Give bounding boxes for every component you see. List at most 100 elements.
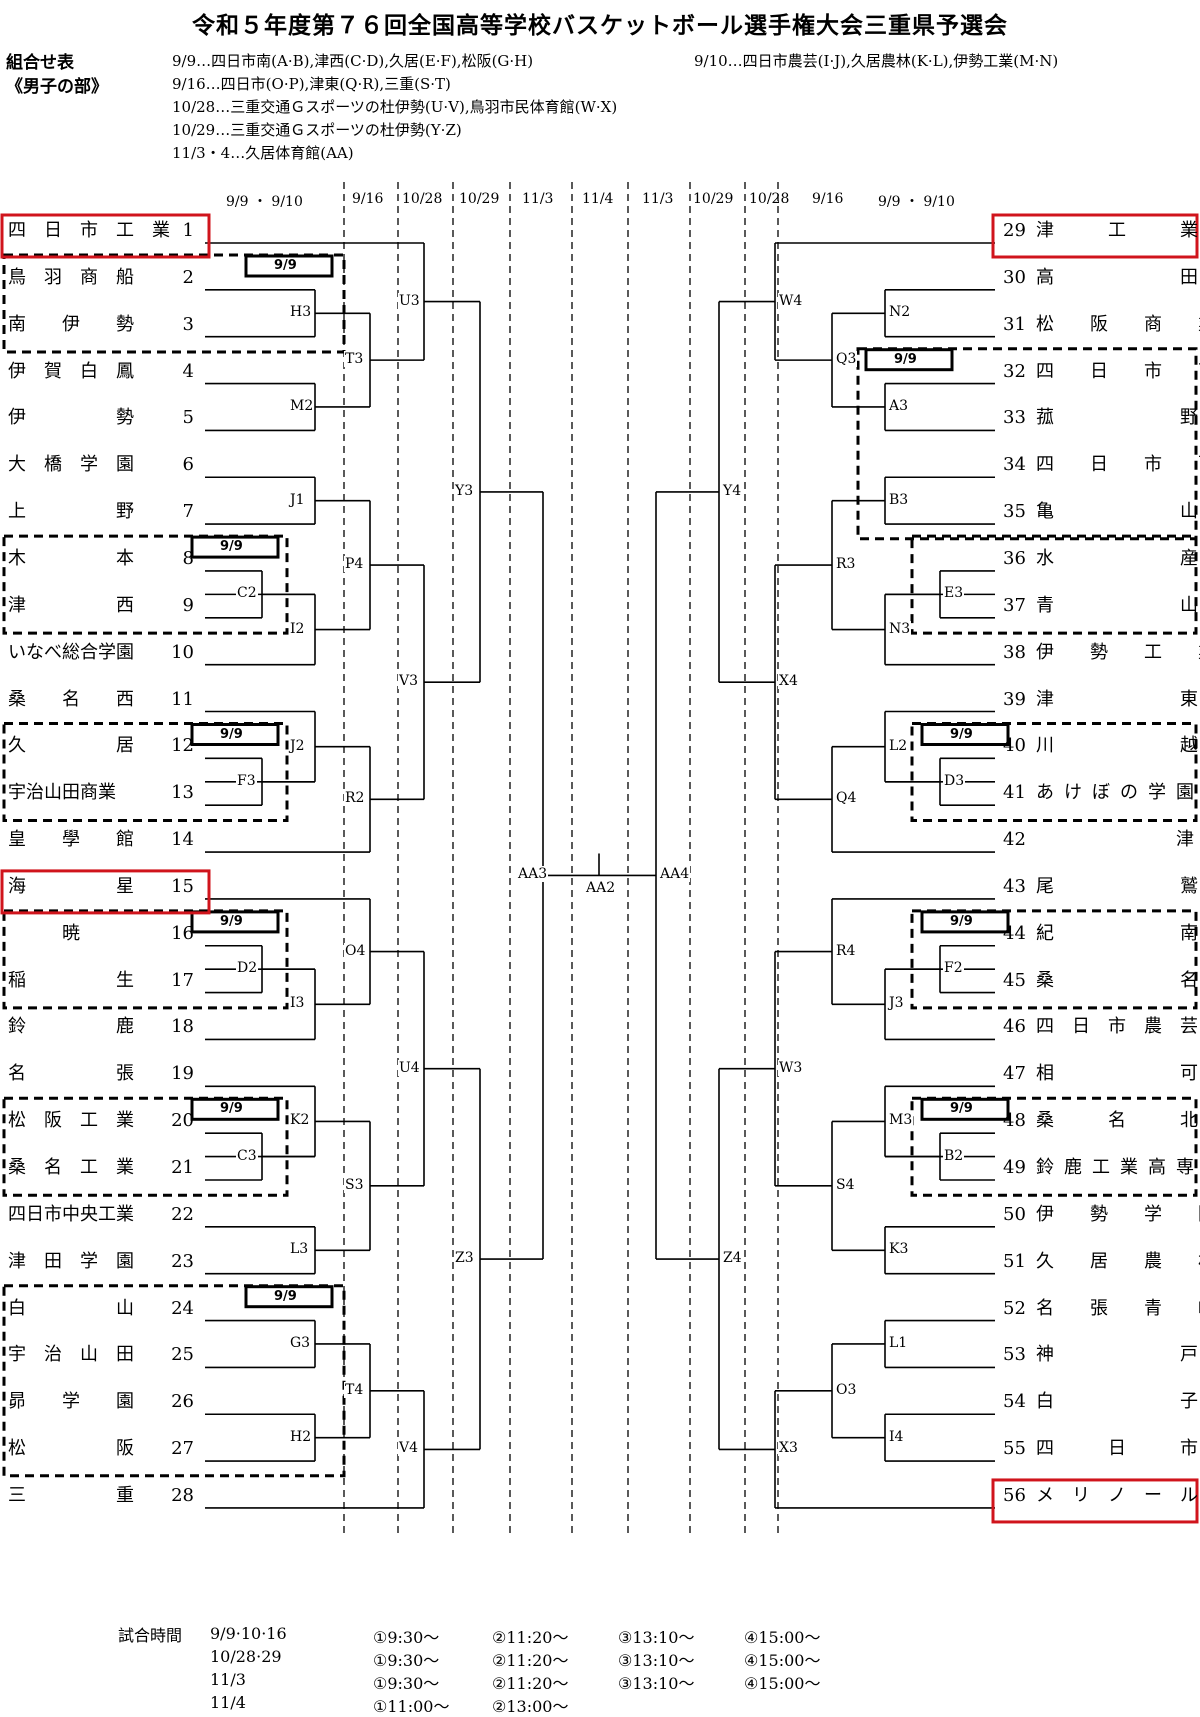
- venue-line-1: 9/9…四日市南(A·B),津西(C·D),久居(E·F),松阪(G·H): [172, 52, 534, 70]
- team-name: 名 張 青 峰: [1036, 1297, 1200, 1319]
- match-label-j1: J1: [289, 491, 306, 508]
- match-label-j2: J2: [289, 737, 306, 754]
- match-label-m3: M3: [888, 1112, 914, 1129]
- match-label-aa3: AA3: [517, 866, 549, 883]
- schedule-time: ②11:20～: [492, 1674, 569, 1693]
- team-name: 亀 山: [1036, 501, 1198, 523]
- schedule-date-4: 11/4: [210, 1693, 246, 1712]
- team-number: 39: [1003, 688, 1026, 710]
- team-number: 28: [171, 1484, 194, 1506]
- team-number: 31: [1003, 313, 1026, 335]
- team-name: 四 日 市 工 業: [8, 220, 170, 241]
- match-label-e3: E3: [943, 585, 965, 602]
- day-tag-label: 9/9: [950, 1101, 973, 1117]
- day-tag-box: [190, 1097, 280, 1121]
- day-tag-label: 9/9: [950, 726, 973, 742]
- team-name: 海 星: [8, 875, 134, 897]
- match-label-s4: S4: [835, 1176, 856, 1193]
- match-label-a3: A3: [888, 397, 910, 414]
- team-number: 29: [1003, 220, 1026, 241]
- team-name: 桑 名 西: [8, 688, 134, 710]
- match-label-n3: N3: [888, 620, 912, 637]
- match-label-i2: I2: [289, 620, 306, 637]
- team-number: 41: [1003, 782, 1026, 804]
- team-name: 津 西: [8, 594, 134, 616]
- team-name: 宇治山田商業: [8, 782, 116, 804]
- team-number: 53: [1003, 1344, 1026, 1366]
- team-number: 46: [1003, 1016, 1026, 1038]
- day-tag-label: 9/9: [950, 913, 973, 929]
- team-name: 久 居 農 林: [1036, 1250, 1200, 1272]
- venue-line-2: 9/16…四日市(O·P),津東(Q·R),三重(S·T): [172, 75, 451, 93]
- schedule-date-1: 9/9·10·16: [210, 1624, 287, 1643]
- date-header-center: 11/4: [582, 191, 614, 207]
- team-number: 40: [1003, 735, 1026, 757]
- team-name: 三 重: [8, 1484, 134, 1506]
- team-number: 10: [171, 641, 194, 663]
- day-tag-box: [190, 910, 280, 934]
- date-header-left-r4: 10/29: [459, 191, 500, 207]
- team-number: 17: [171, 969, 194, 991]
- team-number: 47: [1003, 1063, 1026, 1085]
- match-label-s3: S3: [344, 1176, 365, 1193]
- team-name: 南 伊 勢: [8, 313, 134, 335]
- day-tag-label: 9/9: [220, 913, 243, 929]
- team-name: あけぼの学園: [1036, 782, 1194, 804]
- highlight-box: [0, 869, 211, 915]
- day-tag-box: [190, 723, 280, 746]
- date-header-right-r4: 10/29: [693, 191, 734, 207]
- venue-line-right: 9/10…四日市農芸(I·J),久居農林(K·L),伊勢工業(M·N): [694, 52, 1059, 70]
- schedule-time: ④15:00～: [744, 1651, 821, 1670]
- match-label-h2: H2: [289, 1428, 313, 1445]
- team-name: 鈴 鹿: [8, 1016, 134, 1038]
- team-name: 鈴鹿工業高専: [1036, 1157, 1194, 1178]
- match-label-v4: V4: [398, 1440, 420, 1457]
- match-label-d2: D2: [236, 960, 259, 977]
- team-number: 35: [1003, 501, 1026, 523]
- group-box-dashed: [2, 1096, 289, 1197]
- match-label-r3: R3: [835, 556, 857, 573]
- team-number: 45: [1003, 969, 1026, 991]
- schedule-time: ①9:30～: [373, 1674, 440, 1693]
- match-label-i4: I4: [888, 1428, 905, 1445]
- team-number: 30: [1003, 266, 1026, 288]
- team-number: 13: [171, 782, 194, 804]
- match-label-z4: Z4: [722, 1250, 743, 1267]
- team-number: 11: [171, 688, 194, 710]
- schedule-time: ④15:00～: [744, 1628, 821, 1647]
- team-number: 20: [171, 1110, 194, 1132]
- group-box-dashed: [910, 1096, 1198, 1197]
- schedule-label: 試合時間: [118, 1626, 183, 1645]
- team-name: 松 阪 工 業: [8, 1110, 134, 1132]
- match-label-o3: O3: [835, 1381, 858, 1398]
- venue-line-5: 11/3・4…久居体育館(AA): [172, 144, 354, 162]
- match-label-u3: U3: [398, 292, 421, 309]
- schedule-time: ④15:00～: [744, 1674, 821, 1693]
- team-name: 紀 南: [1036, 922, 1198, 944]
- team-number: 26: [171, 1391, 194, 1413]
- team-number: 34: [1003, 454, 1026, 476]
- day-tag-box: [190, 535, 280, 559]
- team-name: 神 戸: [1036, 1344, 1198, 1366]
- team-name: 伊 賀 白 鳳: [8, 360, 134, 382]
- team-number: 25: [171, 1344, 194, 1366]
- team-name: 昴 学 園: [8, 1391, 134, 1413]
- team-name: 白 山: [8, 1297, 134, 1319]
- day-tag-box: [864, 348, 954, 372]
- team-number: 16: [171, 922, 194, 944]
- team-name: 久 居: [8, 735, 134, 757]
- group-box-dashed: [2, 253, 346, 354]
- match-label-y4: Y4: [722, 482, 743, 499]
- team-name: 伊 勢 工 業: [1036, 641, 1200, 663]
- match-label-l1: L1: [888, 1334, 909, 1351]
- team-name: 名 張: [8, 1063, 134, 1085]
- date-header-right-r3: 10/28: [749, 191, 790, 207]
- team-name: 稲 生: [8, 969, 134, 991]
- match-label-x4: X4: [778, 673, 799, 690]
- team-number: 43: [1003, 875, 1026, 897]
- team-number: 4: [182, 360, 194, 382]
- team-number: 27: [171, 1438, 194, 1460]
- team-name: 白 子: [1036, 1391, 1198, 1413]
- team-name: 桑 名 工 業: [8, 1157, 134, 1178]
